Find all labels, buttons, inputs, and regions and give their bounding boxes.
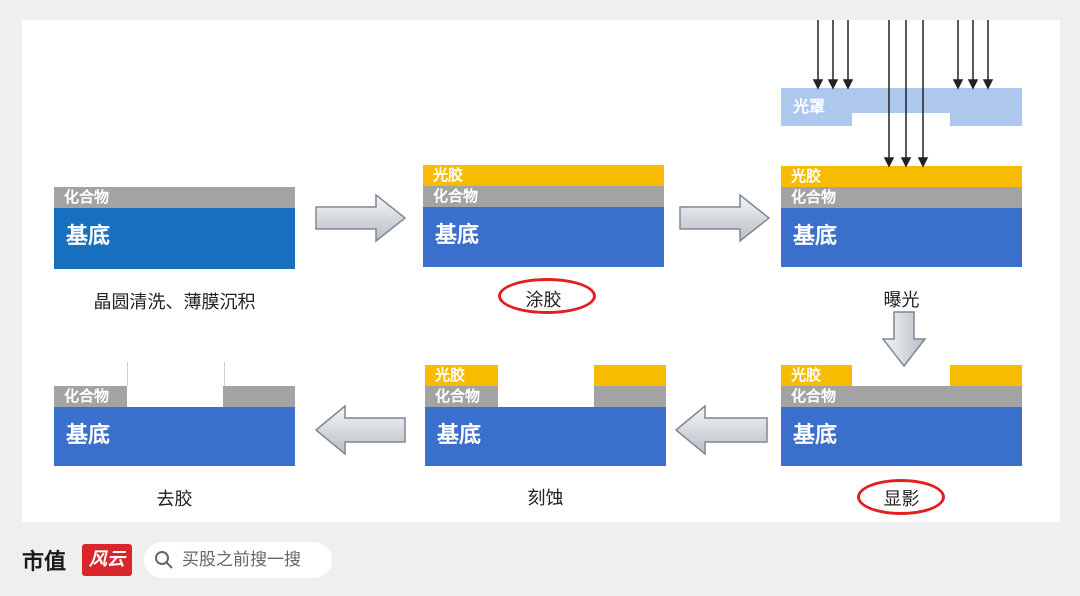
light-rays (812, 20, 994, 168)
mask-opening (852, 113, 950, 132)
step5-wafer: 光胶 化合物 基底 (425, 365, 666, 466)
substrate-layer: 基底 (781, 407, 1022, 466)
highlight-ring (498, 278, 596, 314)
etched-opening-top (127, 362, 225, 386)
highlight-ring (857, 479, 945, 515)
brand-logo: 风云 (82, 544, 132, 576)
step3-wafer: 光胶 化合物 基底 (781, 166, 1022, 267)
substrate-layer: 基底 (781, 208, 1022, 267)
search-box[interactable]: 买股之前搜一搜 (144, 542, 332, 578)
search-prompt: 买股之前搜一搜 (182, 550, 301, 570)
oxide-layer: 化合物 (781, 386, 1022, 407)
substrate-layer: 基底 (425, 407, 666, 466)
arrow-left-1 (674, 404, 768, 456)
substrate-layer: 基底 (54, 407, 295, 466)
etched-opening (498, 365, 594, 407)
step1-caption: 晶圆清洗、薄膜沉积 (93, 292, 256, 313)
arrow-right-2 (679, 193, 771, 243)
oxide-layer: 化合物 (423, 186, 664, 207)
substrate-layer: 基底 (423, 207, 664, 267)
arrow-down (881, 311, 927, 368)
search-icon (155, 551, 173, 569)
step6-caption: 去胶 (156, 489, 193, 510)
step2-wafer: 光胶 化合物 基底 (423, 165, 664, 267)
resist-layer: 光胶 (781, 166, 1022, 187)
step4-wafer: 光胶 化合物 基底 (781, 365, 1022, 466)
step5-caption: 刻蚀 (527, 488, 564, 509)
resist-layer: 光胶 (423, 165, 664, 186)
etched-opening (127, 386, 223, 407)
arrow-right-1 (315, 193, 407, 243)
step6-wafer: 化合物 基底 (54, 362, 295, 466)
substrate-layer: 基底 (54, 208, 295, 269)
arrow-left-2 (314, 404, 406, 456)
resist-opening (852, 365, 950, 386)
oxide-layer: 化合物 (54, 187, 295, 208)
oxide-layer: 化合物 (781, 187, 1022, 208)
brand-name: 市值 (22, 549, 67, 575)
step1-wafer: 化合物 基底 (54, 187, 295, 269)
step3-caption: 曝光 (883, 290, 920, 311)
